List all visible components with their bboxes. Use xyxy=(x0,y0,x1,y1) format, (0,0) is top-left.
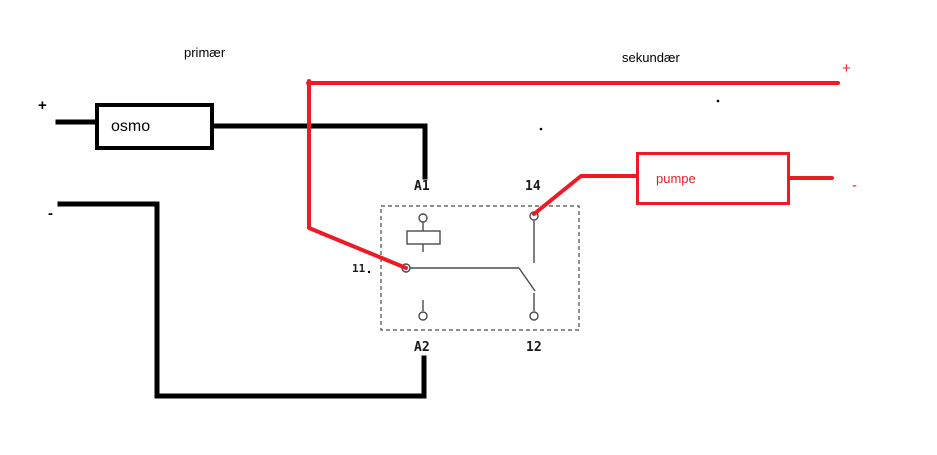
pumpe-component-box: pumpe xyxy=(636,152,790,205)
osmo-component-box: osmo xyxy=(95,103,214,150)
pumpe-label: pumpe xyxy=(656,171,696,186)
relay-14-to-pumpe-wire xyxy=(532,174,639,216)
relay-terminal-a2-label: A2 xyxy=(414,340,430,355)
primary-plus-sign: + xyxy=(38,97,47,114)
primary-section-label: primær xyxy=(184,45,226,60)
pin-12 xyxy=(529,311,539,321)
pin-a2 xyxy=(418,311,428,321)
relay-switch-contact xyxy=(406,221,536,311)
secondary-plus-sign: + xyxy=(842,60,851,77)
osmo-to-relay-a1-wire xyxy=(210,123,428,180)
primary-negative-to-relay-a2-wire xyxy=(57,201,427,399)
relay-terminal-14-label: 14 xyxy=(525,179,541,194)
relay-outline-box xyxy=(380,205,580,331)
primary-minus-sign: - xyxy=(48,205,53,222)
relay-terminal-common-label: 11 xyxy=(352,262,366,275)
secondary-feed-to-relay-common-wire xyxy=(307,79,408,270)
secondary-minus-sign: - xyxy=(852,177,857,194)
secondary-section-label: sekundær xyxy=(622,50,680,65)
relay-coil-symbol xyxy=(406,222,441,252)
osmo-label: osmo xyxy=(111,117,151,135)
relay-terminal-a1-label: A1 xyxy=(414,179,430,194)
stray-marks xyxy=(367,99,720,274)
relay-terminal-12-label: 12 xyxy=(526,340,542,355)
pin-a1 xyxy=(418,213,428,223)
